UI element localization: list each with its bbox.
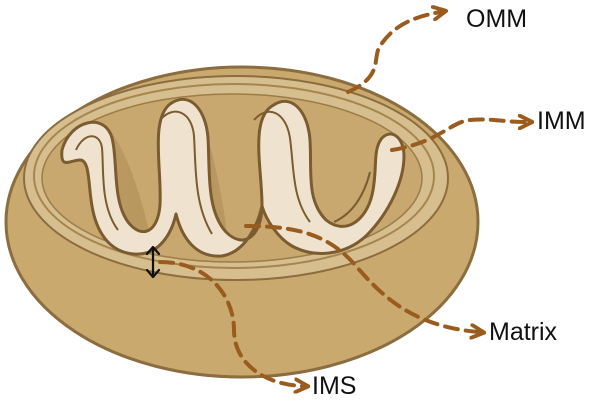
cristae-fold: [60, 97, 406, 258]
inner-membrane-rim: [33, 83, 435, 269]
label-imm: IMM: [537, 107, 586, 135]
label-matrix: Matrix: [489, 318, 558, 346]
arrow-imm: [390, 119, 526, 152]
label-omm: OMM: [466, 5, 528, 33]
label-ims: IMS: [312, 372, 357, 400]
cristae-inner-lines: [75, 110, 371, 235]
pointer-arrows: [158, 12, 526, 386]
arrow-matrix: [244, 224, 478, 332]
double-arrow-icon: [145, 245, 161, 279]
arrow-ims: [158, 260, 302, 386]
arrow-omm: [346, 12, 440, 94]
